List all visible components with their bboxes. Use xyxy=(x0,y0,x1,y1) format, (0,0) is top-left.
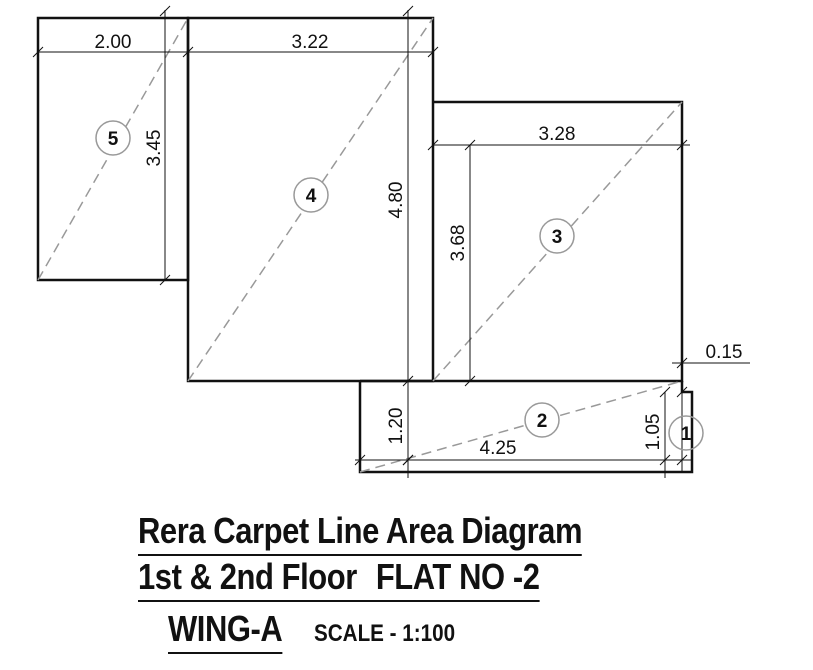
dimension-texts: 2.00 3.22 3.45 4.80 3.28 3.68 0.15 1.20 … xyxy=(95,32,743,459)
wing-label: WING-A xyxy=(168,608,283,654)
room-3-diagonal xyxy=(432,101,683,382)
walls xyxy=(36,16,694,474)
room-2-diagonal xyxy=(359,380,683,473)
dim-1-05: 1.05 xyxy=(643,414,664,451)
room-3-label: 3 xyxy=(552,227,563,248)
room-4-outline xyxy=(186,16,435,383)
dim-4-25: 4.25 xyxy=(480,438,517,459)
dim-1-20: 1.20 xyxy=(386,408,407,445)
floor-flat-subtitle: 1st & 2nd Floor FLAT NO -2 xyxy=(138,556,540,602)
diagram-title: Rera Carpet Line Area Diagram xyxy=(138,510,582,556)
room-2-bubble: 2 xyxy=(524,402,560,438)
dim-0-15: 0.15 xyxy=(706,342,743,363)
room-1-label: 1 xyxy=(681,424,692,445)
dimension-lines xyxy=(32,5,750,478)
room-4-diagonal xyxy=(187,17,434,382)
dim-3-45: 3.45 xyxy=(144,130,165,167)
dim-4-80: 4.80 xyxy=(386,182,407,219)
dim-3-28: 3.28 xyxy=(539,124,576,145)
room-4-bubble: 4 xyxy=(293,177,329,213)
room-bubbles: 5 4 3 2 1 xyxy=(95,120,704,451)
room-5-bubble: 5 xyxy=(95,120,131,156)
dim-3-68: 3.68 xyxy=(448,225,469,262)
room-4-label: 4 xyxy=(306,186,317,207)
scale-note: SCALE - 1:100 xyxy=(314,620,456,647)
room-1-bubble: 1 xyxy=(668,415,704,451)
room-3-outline xyxy=(433,100,684,383)
room-3-bubble: 3 xyxy=(539,218,575,254)
room-5-label: 5 xyxy=(108,129,119,150)
room-2-label: 2 xyxy=(537,411,548,432)
dim-2-00: 2.00 xyxy=(95,32,132,53)
flat-label: FLAT NO -2 xyxy=(375,556,540,597)
floor-label: 1st & 2nd Floor xyxy=(138,556,357,597)
dim-3-22: 3.22 xyxy=(292,32,329,53)
